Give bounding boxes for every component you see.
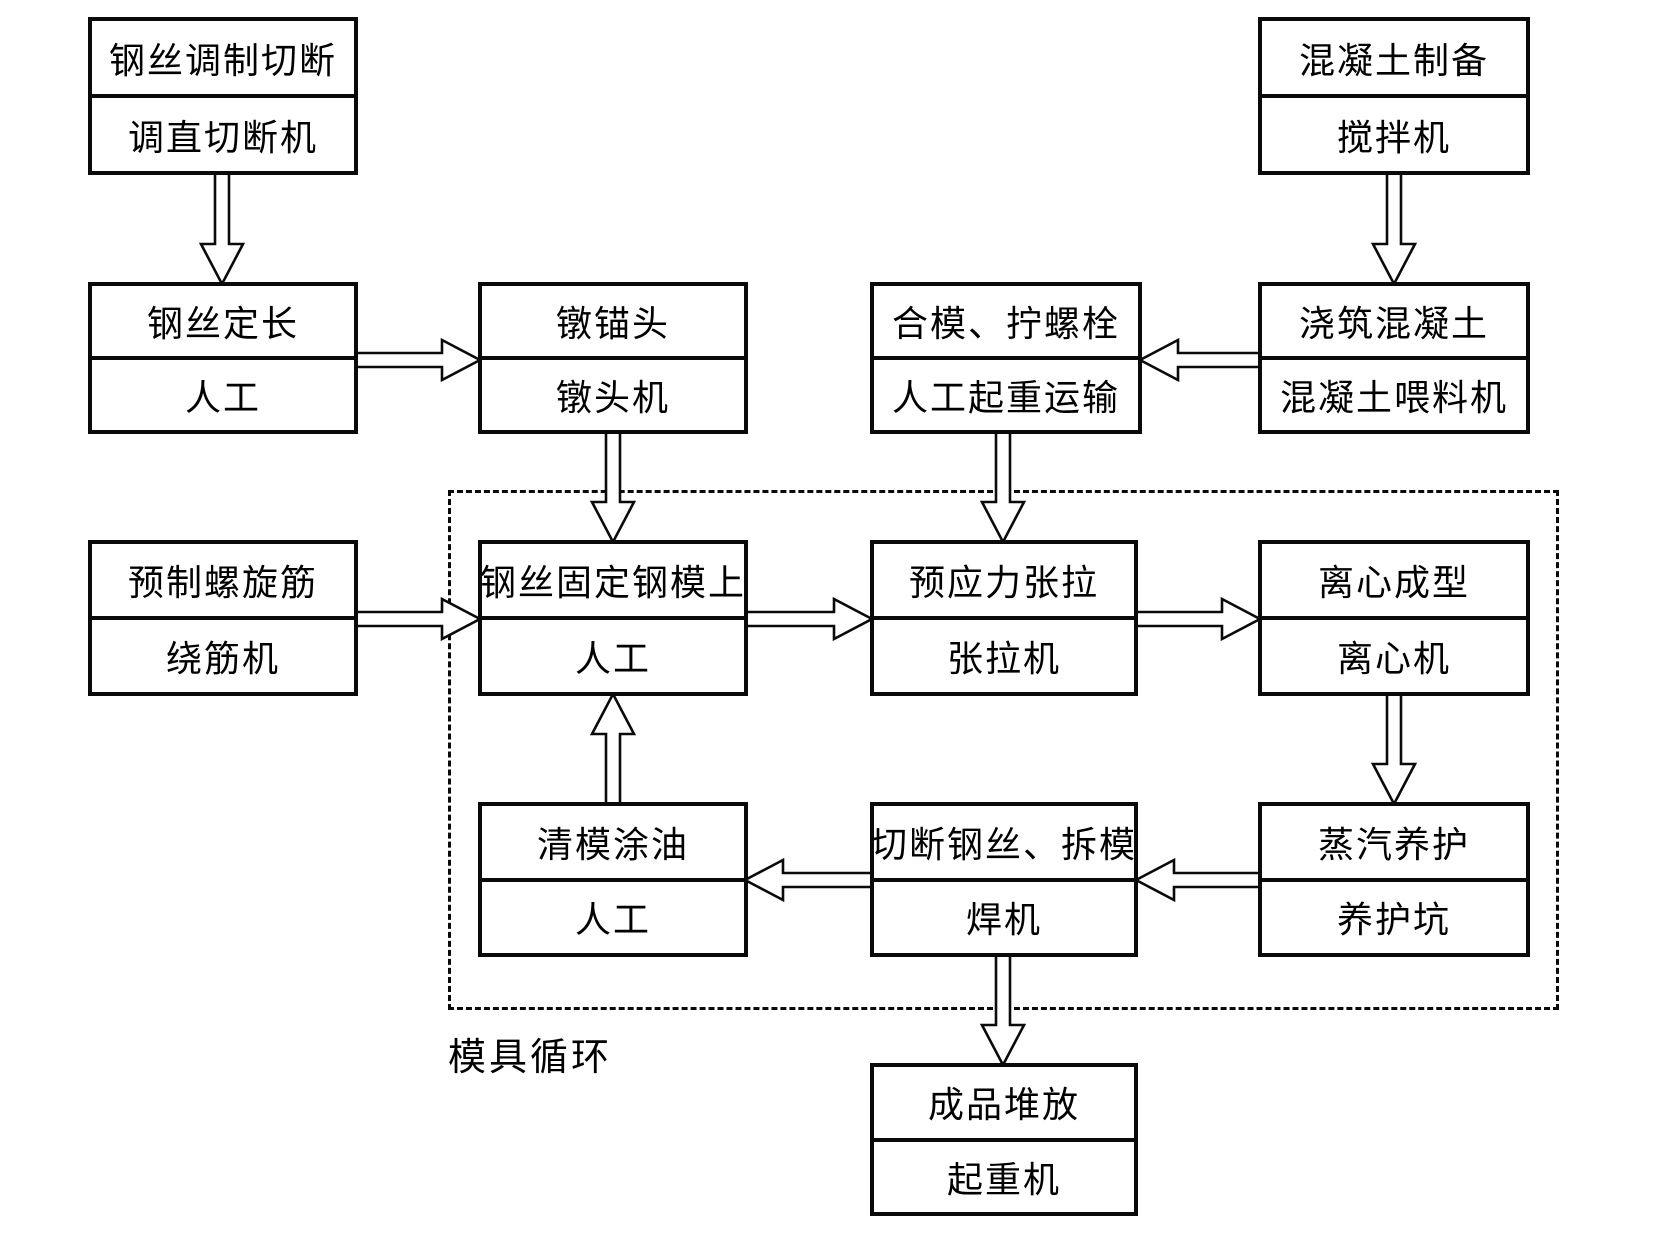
equipment-name: 起重机 [946, 1158, 1061, 1200]
process-name: 成品堆放 [874, 1067, 1134, 1142]
node-steam-curing: 蒸汽养护 养护坑 [1258, 802, 1530, 957]
node-wire-fixing-on-mold: 钢丝固定钢模上 人工 [478, 540, 748, 696]
process-name: 钢丝定长 [92, 286, 354, 360]
node-wire-conditioning-cutting: 钢丝调制切断 调直切断机 [88, 17, 358, 175]
node-product-stacking: 成品堆放 起重机 [870, 1063, 1138, 1216]
arrow-moldcleaning-to-wirefixing-icon [589, 691, 637, 806]
equipment-name: 养护坑 [1336, 899, 1451, 941]
equipment-name: 人工起重运输 [891, 377, 1120, 418]
node-upset-anchor-head: 镦锚头 镦头机 [478, 282, 748, 434]
arrow-wirecut-to-wirelength-icon [198, 171, 246, 287]
arrow-centrifugal-to-steamcuring-icon [1370, 692, 1418, 807]
node-prestress-tensioning: 预应力张拉 张拉机 [870, 540, 1138, 696]
process-name: 混凝土制备 [1262, 21, 1526, 98]
equipment-name: 焊机 [965, 899, 1042, 941]
process-name: 浇筑混凝土 [1262, 286, 1526, 360]
arrow-anchorhead-to-wirefixing-icon [589, 429, 637, 545]
arrow-concreteprep-to-pouring-icon [1370, 171, 1418, 287]
equipment-name: 离心机 [1336, 638, 1451, 679]
process-name: 蒸汽养护 [1262, 806, 1526, 882]
process-name: 预制螺旋筋 [92, 544, 354, 620]
node-wire-fixed-length: 钢丝定长 人工 [88, 282, 358, 434]
arrow-prestress-to-centrifugal-icon [1134, 596, 1263, 642]
process-name: 清模涂油 [482, 806, 744, 882]
node-centrifugal-forming: 离心成型 离心机 [1258, 540, 1530, 696]
equipment-name: 调直切断机 [127, 116, 318, 158]
arrow-moldclosing-to-prestress-icon [979, 429, 1027, 545]
process-name: 切断钢丝、拆模 [871, 806, 1135, 882]
process-name: 钢丝调制切断 [92, 21, 354, 98]
arrow-pouring-to-moldclosing-icon [1137, 337, 1262, 383]
arrow-wirefixing-to-prestress-icon [743, 596, 875, 642]
node-concrete-pouring: 浇筑混凝土 混凝土喂料机 [1258, 282, 1530, 434]
equipment-name: 人工 [574, 638, 651, 679]
arrow-wirecutting-to-stacking-icon [979, 953, 1027, 1068]
node-wire-cutting-demolding: 切断钢丝、拆模 焊机 [870, 802, 1138, 957]
arrow-wirecutting-to-moldcleaning-icon [742, 857, 874, 903]
process-name: 离心成型 [1262, 544, 1526, 620]
equipment-name: 绕筋机 [165, 638, 280, 679]
process-name: 镦锚头 [482, 286, 744, 360]
process-name: 合模、拧螺栓 [874, 286, 1138, 360]
mold-cycle-label: 模具循环 [448, 1037, 613, 1079]
equipment-name: 镦头机 [555, 377, 670, 418]
equipment-name: 搅拌机 [1336, 116, 1451, 158]
equipment-name: 混凝土喂料机 [1279, 377, 1508, 418]
process-name: 预应力张拉 [874, 544, 1134, 620]
node-mold-closing-bolting: 合模、拧螺栓 人工起重运输 [870, 282, 1142, 434]
equipment-name: 人工 [184, 377, 261, 418]
equipment-name: 人工 [574, 899, 651, 941]
node-concrete-preparation: 混凝土制备 搅拌机 [1258, 17, 1530, 175]
node-prefab-spiral-rebar: 预制螺旋筋 绕筋机 [88, 540, 358, 696]
process-name: 钢丝固定钢模上 [480, 544, 744, 620]
arrow-spiralrebar-to-wirefixing-icon [353, 596, 483, 642]
node-mold-cleaning-oiling: 清模涂油 人工 [478, 802, 748, 957]
arrow-wirelength-to-anchorhead-icon [353, 337, 483, 383]
equipment-name: 张拉机 [946, 638, 1061, 679]
arrow-steamcuring-to-wirecutting-icon [1133, 857, 1262, 903]
